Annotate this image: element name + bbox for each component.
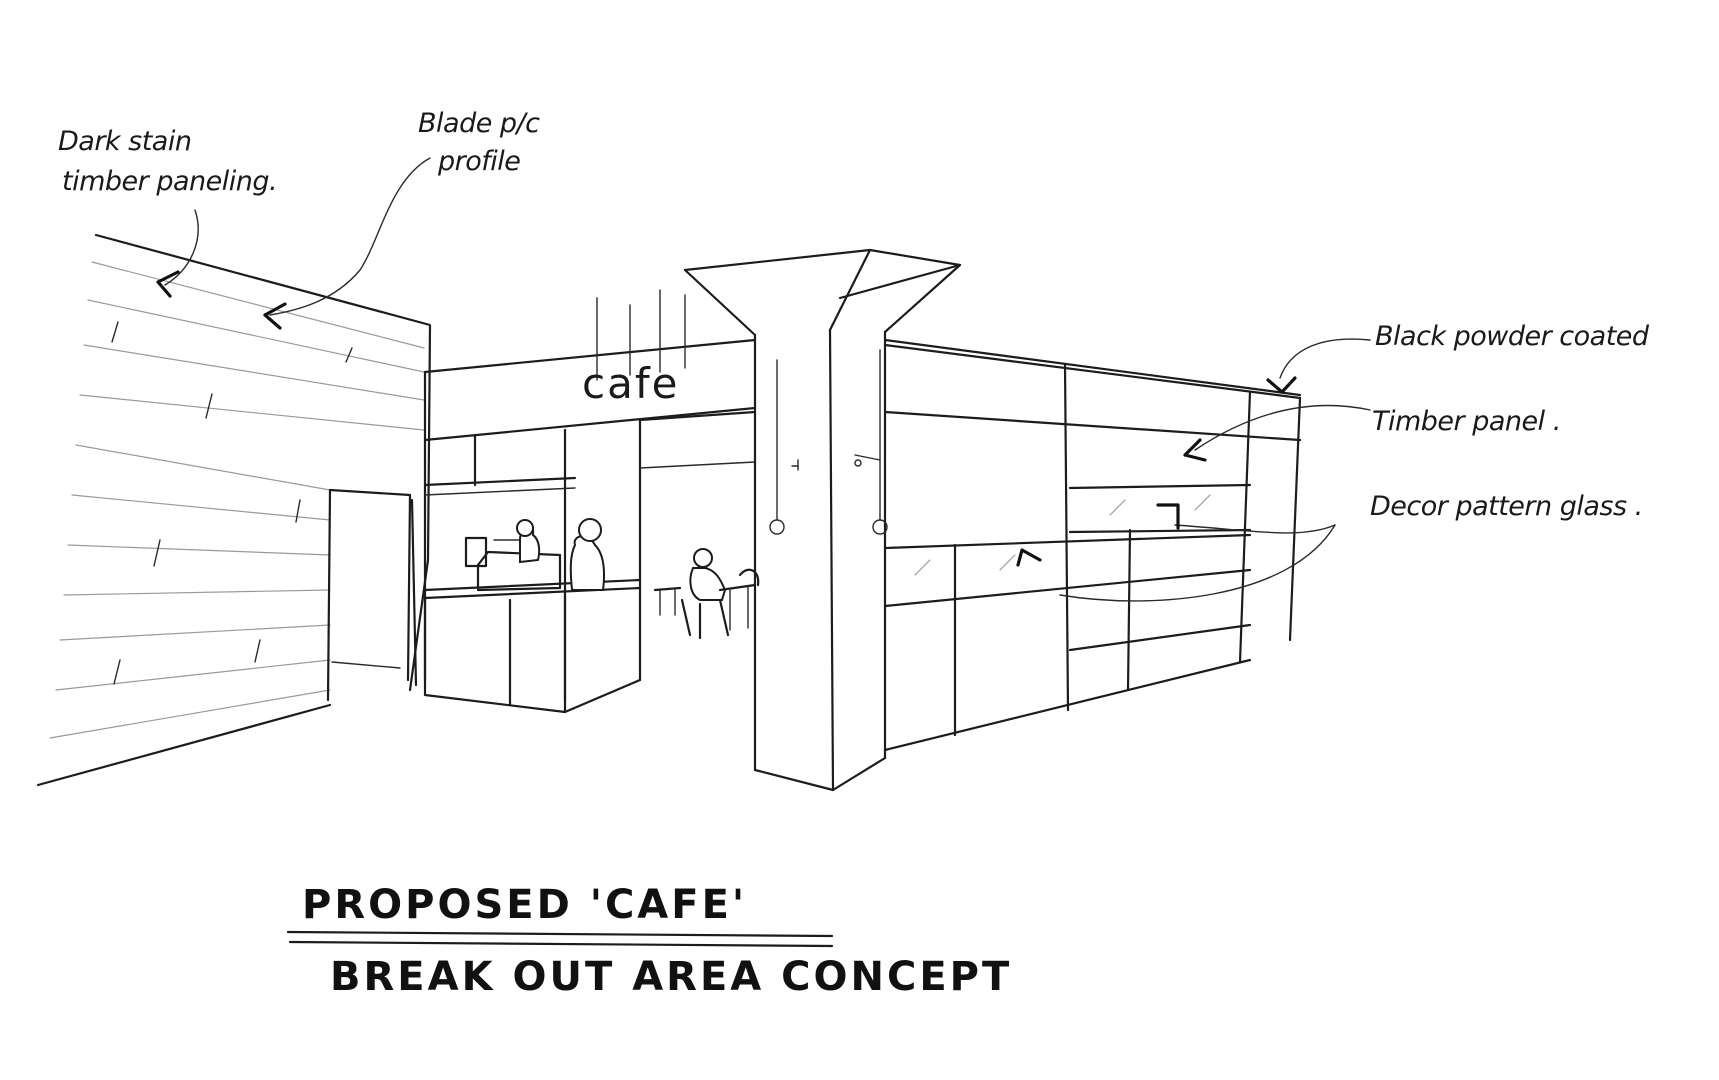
cafe-counter-structure (423, 289, 757, 714)
annotation-timber-panel: Timber panel . (1372, 406, 1561, 437)
annotation-black-powder: Black powder coated (1375, 321, 1650, 352)
caption-title: PROPOSED 'CAFE' (302, 882, 747, 928)
arrow-icon (156, 270, 180, 298)
annotation-blade-line2: profile (437, 146, 520, 177)
arrow-icon (1183, 438, 1207, 462)
annotation-dark-stain-line2: timber paneling. (62, 166, 277, 197)
partition-wall (883, 338, 1302, 752)
central-column (683, 248, 962, 792)
arrow-icon (1016, 548, 1042, 567)
annotation-blade-line1: Blade p/c (418, 108, 540, 139)
timber-paneling-wall (36, 233, 432, 787)
annotation-leaders (156, 157, 1371, 602)
annotation-decor-glass: Decor pattern glass . (1370, 491, 1643, 522)
caption-block: PROPOSED 'CAFE' BREAK OUT AREA CONCEPT (286, 882, 1012, 1000)
arrow-icon (263, 302, 287, 330)
cafe-sign-text: cafe (582, 359, 679, 408)
arrow-icon (1266, 376, 1297, 394)
caption-subtitle: BREAK OUT AREA CONCEPT (330, 954, 1012, 1000)
seating-area (638, 359, 799, 640)
annotation-dark-stain-line1: Dark stain (58, 126, 191, 157)
arrow-icon (1156, 503, 1180, 530)
